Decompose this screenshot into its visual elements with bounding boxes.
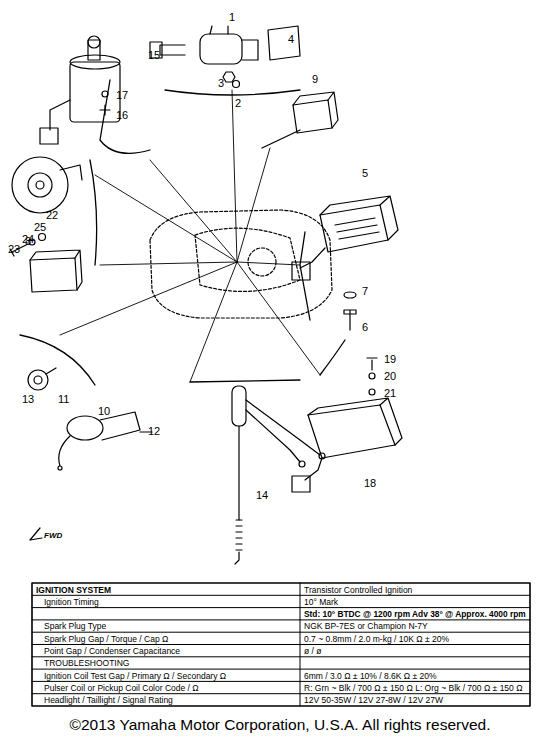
leader-lines: [60, 90, 320, 382]
callout-number: 22: [46, 210, 58, 221]
callout-number: 5: [362, 168, 368, 179]
callout-number: 9: [312, 74, 318, 85]
plate: [268, 26, 300, 60]
direction-mark: FWD: [44, 532, 62, 540]
regulator: [292, 196, 398, 280]
table-cell: TROUBLESHOOTING: [44, 659, 129, 668]
spec-table-grid: [32, 583, 530, 706]
table-cell: ø / ø: [304, 647, 321, 656]
ignition-switch: [40, 36, 120, 144]
washer: [369, 389, 375, 395]
callout-number: 23: [8, 244, 20, 255]
callout-number: 15: [148, 50, 160, 61]
table-cell: Ignition Coil Test Gap / Primary Ω / Sec…: [44, 672, 226, 681]
callout-number: 10: [98, 406, 110, 417]
callout-number: 6: [362, 322, 368, 333]
callout-number: 24: [22, 234, 34, 245]
flasher: [30, 250, 82, 292]
callout-number: 11: [58, 394, 69, 405]
callout-number: 13: [22, 394, 34, 405]
callout-number: 20: [384, 371, 396, 382]
callout-number: 7: [362, 286, 368, 297]
table-cell: Spark Plug Gap / Torque / Cap Ω: [44, 635, 168, 644]
callout-number: 19: [384, 354, 396, 365]
table-cell: 10° Mark: [304, 598, 338, 607]
pulser-coil: [58, 412, 152, 470]
table-cell: IGNITION SYSTEM: [36, 586, 111, 595]
callout-number: 4: [288, 34, 294, 45]
cdi-unit: [292, 398, 402, 492]
washer: [369, 373, 375, 379]
table-cell: 12V 50-35W / 12V 27-8W / 12V 27W: [304, 696, 443, 705]
table-cell: R: Grn ~ Blk / 700 Ω ± 150 Ω L: Org ~ Bl…: [304, 684, 523, 693]
table-cell: Ignition Timing: [44, 598, 99, 607]
callout-number: 1: [229, 12, 235, 23]
callout-number: 2: [235, 98, 241, 109]
callout-number: 16: [116, 110, 128, 121]
forward-arrow: [30, 528, 42, 540]
callout-number: 14: [256, 490, 268, 501]
table-cell: 0.7 ~ 0.8mm / 2.0 m-kg / 10K Ω ± 20%: [304, 635, 449, 644]
copyright-caption: ©2013 Yamaha Motor Corporation, U.S.A. A…: [0, 716, 560, 734]
callout-number: 17: [116, 90, 128, 101]
table-cell: Std: 10° BTDC @ 1200 rpm Adv 38° @ Appro…: [304, 610, 526, 618]
washer: [102, 91, 108, 97]
washer: [344, 292, 356, 298]
table-cell: NGK BP-7ES or Champion N-7Y: [304, 622, 428, 631]
table-cell: Pulser Coil or Pickup Coil Color Code / …: [44, 684, 199, 693]
neutral-switch: [28, 368, 56, 390]
callout-number: 12: [148, 426, 160, 437]
callout-number: 18: [364, 478, 376, 489]
washer: [223, 72, 235, 82]
table-cell: Transistor Controlled Ignition: [304, 586, 412, 595]
group-brackets: [20, 80, 345, 385]
nut: [233, 81, 240, 88]
horn: [12, 157, 82, 213]
engine-outline: [150, 210, 332, 318]
table-cell: 6mm / 3.0 Ω ± 10% / 8.6K Ω ± 20%: [304, 672, 437, 681]
callout-number: 25: [34, 222, 46, 233]
relay: [293, 92, 338, 133]
table-cell: Headlight / Taillight / Signal Rating: [44, 696, 173, 705]
table-cell: Spark Plug Type: [44, 622, 106, 631]
table-cell: Point Gap / Condenser Capacitance: [44, 647, 180, 656]
screw: [100, 105, 110, 115]
screw: [367, 358, 377, 370]
callout-number: 3: [218, 78, 224, 89]
bolt: [344, 310, 356, 330]
ignition-coil: [150, 26, 258, 64]
callout-number: 21: [384, 388, 396, 399]
